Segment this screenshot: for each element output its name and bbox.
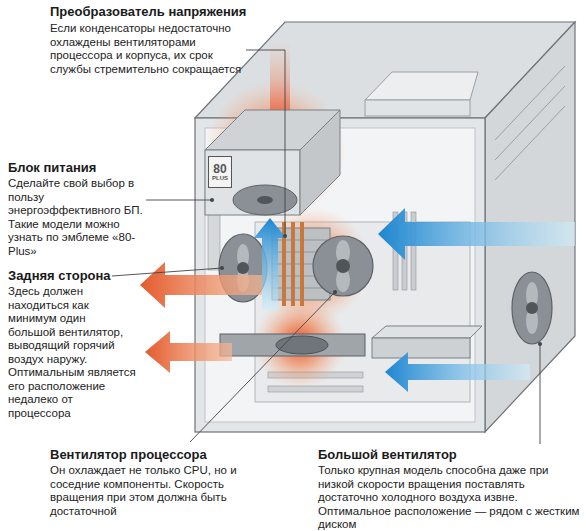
- leader-line: [540, 344, 541, 444]
- cool-air-arrow: [378, 208, 575, 260]
- callout-heading: Преобразователь напряжения: [50, 4, 290, 19]
- badge-text: PLUS: [212, 175, 228, 182]
- graphics-card: [220, 334, 365, 356]
- cool-air-arrow: [385, 352, 530, 392]
- callout-text: Только крупная модель способна даже при …: [318, 464, 580, 531]
- leader-dot: [283, 234, 287, 238]
- callout-heading: Вентилятор процессора: [50, 447, 290, 462]
- hot-air-arrow: [145, 331, 232, 373]
- cool-air-arrow: [254, 218, 286, 310]
- optical-drive: [365, 72, 478, 100]
- callout-text: Здесь должен находиться как минимум один…: [8, 285, 136, 420]
- optical-drive: [365, 100, 470, 116]
- psu-fan-hub: [257, 196, 273, 204]
- callout-text: Сделайте свой выбор в пользу энергоэффек…: [8, 177, 148, 258]
- leader-line: [190, 292, 335, 442]
- leader-line: [146, 200, 212, 201]
- io-panel: [208, 210, 220, 270]
- callout-heading: Большой вентилятор: [318, 447, 578, 462]
- leader-dot: [220, 266, 224, 270]
- rear-fan-hub: [237, 262, 249, 274]
- psu-side: [300, 110, 340, 215]
- efficiency-badge: 80PLUS: [208, 156, 232, 188]
- callout-heading: Задняя сторона: [8, 268, 158, 283]
- heat-pipe: [291, 222, 295, 306]
- callout-text: Он охлаждает не только CPU, но и соседни…: [50, 464, 250, 518]
- leader-line: [246, 50, 285, 236]
- callout-heading: Блок питания: [8, 160, 158, 175]
- drive-bay: [495, 86, 565, 160]
- leader-dot: [210, 198, 214, 202]
- leader-dot: [538, 342, 542, 346]
- leader-line: [112, 268, 222, 276]
- hot-air-arrow: [140, 262, 262, 308]
- drive-bay: [495, 106, 565, 180]
- drive-bay: [495, 66, 565, 140]
- heat-pipe: [300, 222, 304, 306]
- front-fan: [512, 272, 552, 344]
- pci-slot: [268, 386, 363, 392]
- psu-front: [205, 150, 300, 215]
- psu-fan: [233, 185, 297, 215]
- leader-dot: [333, 290, 337, 294]
- cpu-fan-hub: [336, 259, 350, 273]
- cpu-fan: [313, 236, 373, 296]
- badge-text: 80: [213, 163, 226, 175]
- hard-disk: [372, 338, 470, 358]
- hdd-top: [372, 326, 482, 338]
- callout-text: Если конденсаторы недостаточно охлаждены…: [50, 22, 248, 76]
- front-fan-hub: [526, 302, 538, 314]
